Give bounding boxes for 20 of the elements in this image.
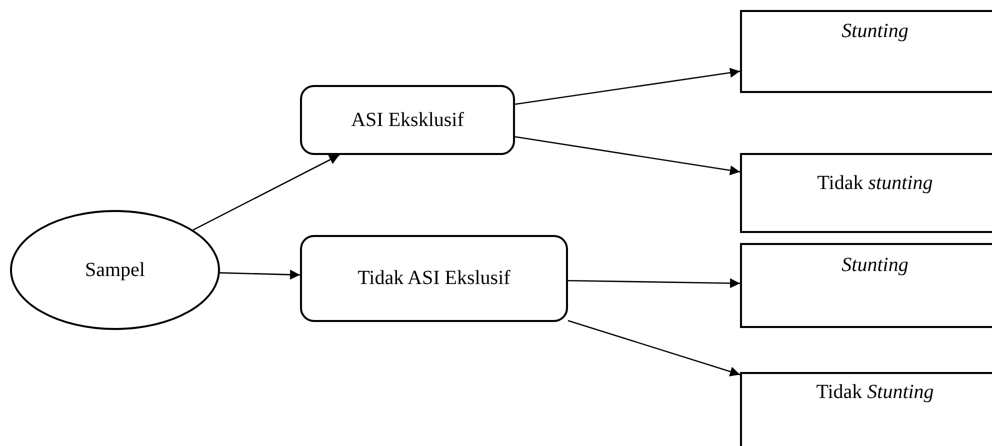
node-label: Stunting [842,20,908,43]
node-label: Tidak ASI Ekslusif [358,267,510,290]
outcome-box [740,153,992,233]
arrow [568,320,740,376]
arrow [192,154,340,230]
node-label: Tidak Stunting [816,380,934,404]
start-ellipse [10,210,220,330]
outcome-box [740,10,992,93]
process-box [300,85,515,155]
node-label: ASI Eksklusif [351,108,464,132]
process-box [300,235,568,322]
outcome-box [740,243,992,328]
arrow [220,270,300,280]
node-label: Stunting [842,254,908,277]
arrow [514,136,740,176]
arrow [568,278,740,288]
node-label: Tidak stunting [817,172,933,194]
outcome-box [740,372,992,446]
arrow [514,68,740,105]
node-label: Sampel [85,258,145,282]
